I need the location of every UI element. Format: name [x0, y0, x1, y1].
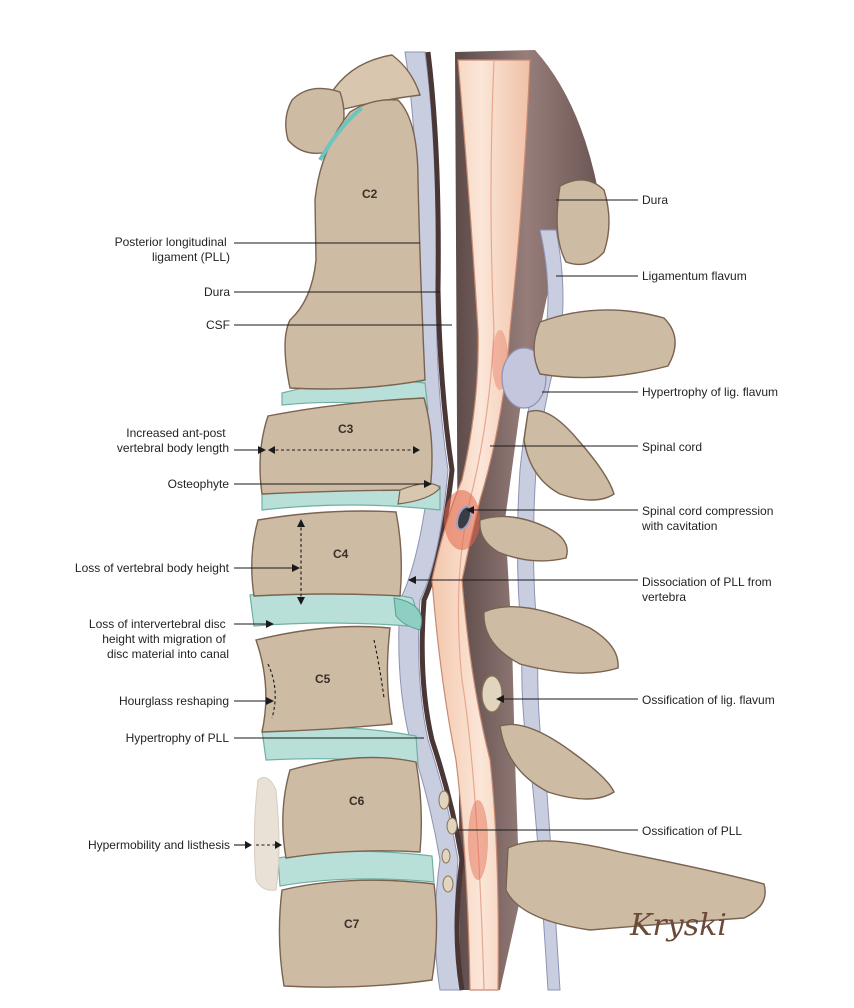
arrow-dissociation [408, 576, 416, 584]
lamina-c3 [533, 309, 676, 379]
arrow-compression [466, 506, 474, 514]
label-osteophyte: Osteophyte [168, 477, 230, 491]
pll-ossification [438, 790, 458, 893]
label-loss-height: Loss of vertebral body height [75, 561, 230, 575]
lig-flavum-ossification [481, 675, 503, 713]
arrow-loss-disc [266, 620, 274, 628]
label-loss-disc: Loss of intervertebral disc height with … [89, 617, 229, 661]
label-compression: Spinal cord compression with cavitation [641, 504, 777, 533]
ap-arrow-right [413, 446, 420, 454]
lamina-c6 [483, 606, 619, 674]
label-hourglass: Hourglass reshaping [119, 694, 229, 708]
hourglass-left [267, 663, 276, 719]
arrow-hourglass [266, 697, 274, 705]
label-c7: C7 [344, 917, 360, 931]
hemorrhage-lower [468, 800, 488, 880]
label-ossif-pll: Ossification of PLL [642, 824, 742, 838]
dura-anterior [419, 51, 465, 991]
lig-flavum-hypertrophy [501, 347, 547, 409]
label-hypermobility: Hypermobility and listhesis [88, 838, 230, 852]
vertebral-column [249, 54, 441, 988]
osteophyte [397, 482, 441, 505]
height-arrow-bottom [297, 597, 305, 605]
lamina-c7 [499, 723, 615, 800]
arrow-osteophyte [424, 480, 432, 488]
arrow-loss-height [292, 564, 300, 572]
label-dura-left: Dura [204, 285, 230, 299]
arrow-ossif-flavum [496, 695, 504, 703]
vertebra-c3 [259, 397, 433, 495]
label-hyper-pll: Hypertrophy of PLL [126, 731, 230, 745]
label-c3: C3 [338, 422, 354, 436]
vertebra-c2 [284, 99, 426, 390]
arrow-hypermobility [245, 841, 252, 849]
measure-markers [256, 446, 420, 849]
right-labels: Dura Ligamentum flavum Hypertrophy of li… [408, 193, 778, 838]
vertebra-c5 [255, 625, 393, 733]
vertebra-c7 [278, 879, 438, 988]
vertebra-c4 [251, 510, 403, 597]
arrow-body-length [258, 446, 266, 454]
lamina-c2 [556, 179, 610, 266]
label-dissociation: Dissociation of PLL from vertebra [642, 575, 775, 604]
label-c6: C6 [349, 794, 365, 808]
vertebra-labels: C2 C3 C4 C5 C6 C7 [315, 187, 378, 931]
vertebra-c6 [282, 756, 423, 859]
left-labels: Posterior longitudinal ligament (PLL) Du… [75, 235, 452, 852]
label-csf: CSF [206, 318, 230, 332]
c2-cartilage [318, 106, 364, 161]
height-arrow-top [297, 519, 305, 527]
listhesis-arrow-right [275, 841, 282, 849]
artist-signature: Kryski [629, 908, 727, 943]
label-c4: C4 [333, 547, 349, 561]
label-pll: Posterior longitudinal ligament (PLL) [115, 235, 230, 264]
hourglass-right [373, 639, 385, 699]
ap-arrow-left [268, 446, 275, 454]
spinous-process-t1 [505, 840, 766, 931]
label-c2: C2 [362, 187, 378, 201]
lamina-c5 [479, 515, 568, 562]
label-dura-right: Dura [642, 193, 668, 207]
disc-migration [393, 597, 422, 631]
lamina-c4 [523, 409, 615, 501]
spinal-cord [431, 59, 531, 991]
label-c5: C5 [315, 672, 331, 686]
label-ossif-flavum: Ossification of lig. flavum [642, 693, 775, 707]
posterior-elements [479, 179, 766, 931]
listhesis-ghost [253, 777, 280, 891]
label-spinal-cord: Spinal cord [642, 440, 702, 454]
cavitation [456, 505, 472, 531]
label-body-length: Increased ant-post vertebral body length [117, 426, 229, 455]
label-lig-flavum: Ligamentum flavum [642, 269, 747, 283]
label-hyper-flavum: Hypertrophy of lig. flavum [642, 385, 778, 399]
